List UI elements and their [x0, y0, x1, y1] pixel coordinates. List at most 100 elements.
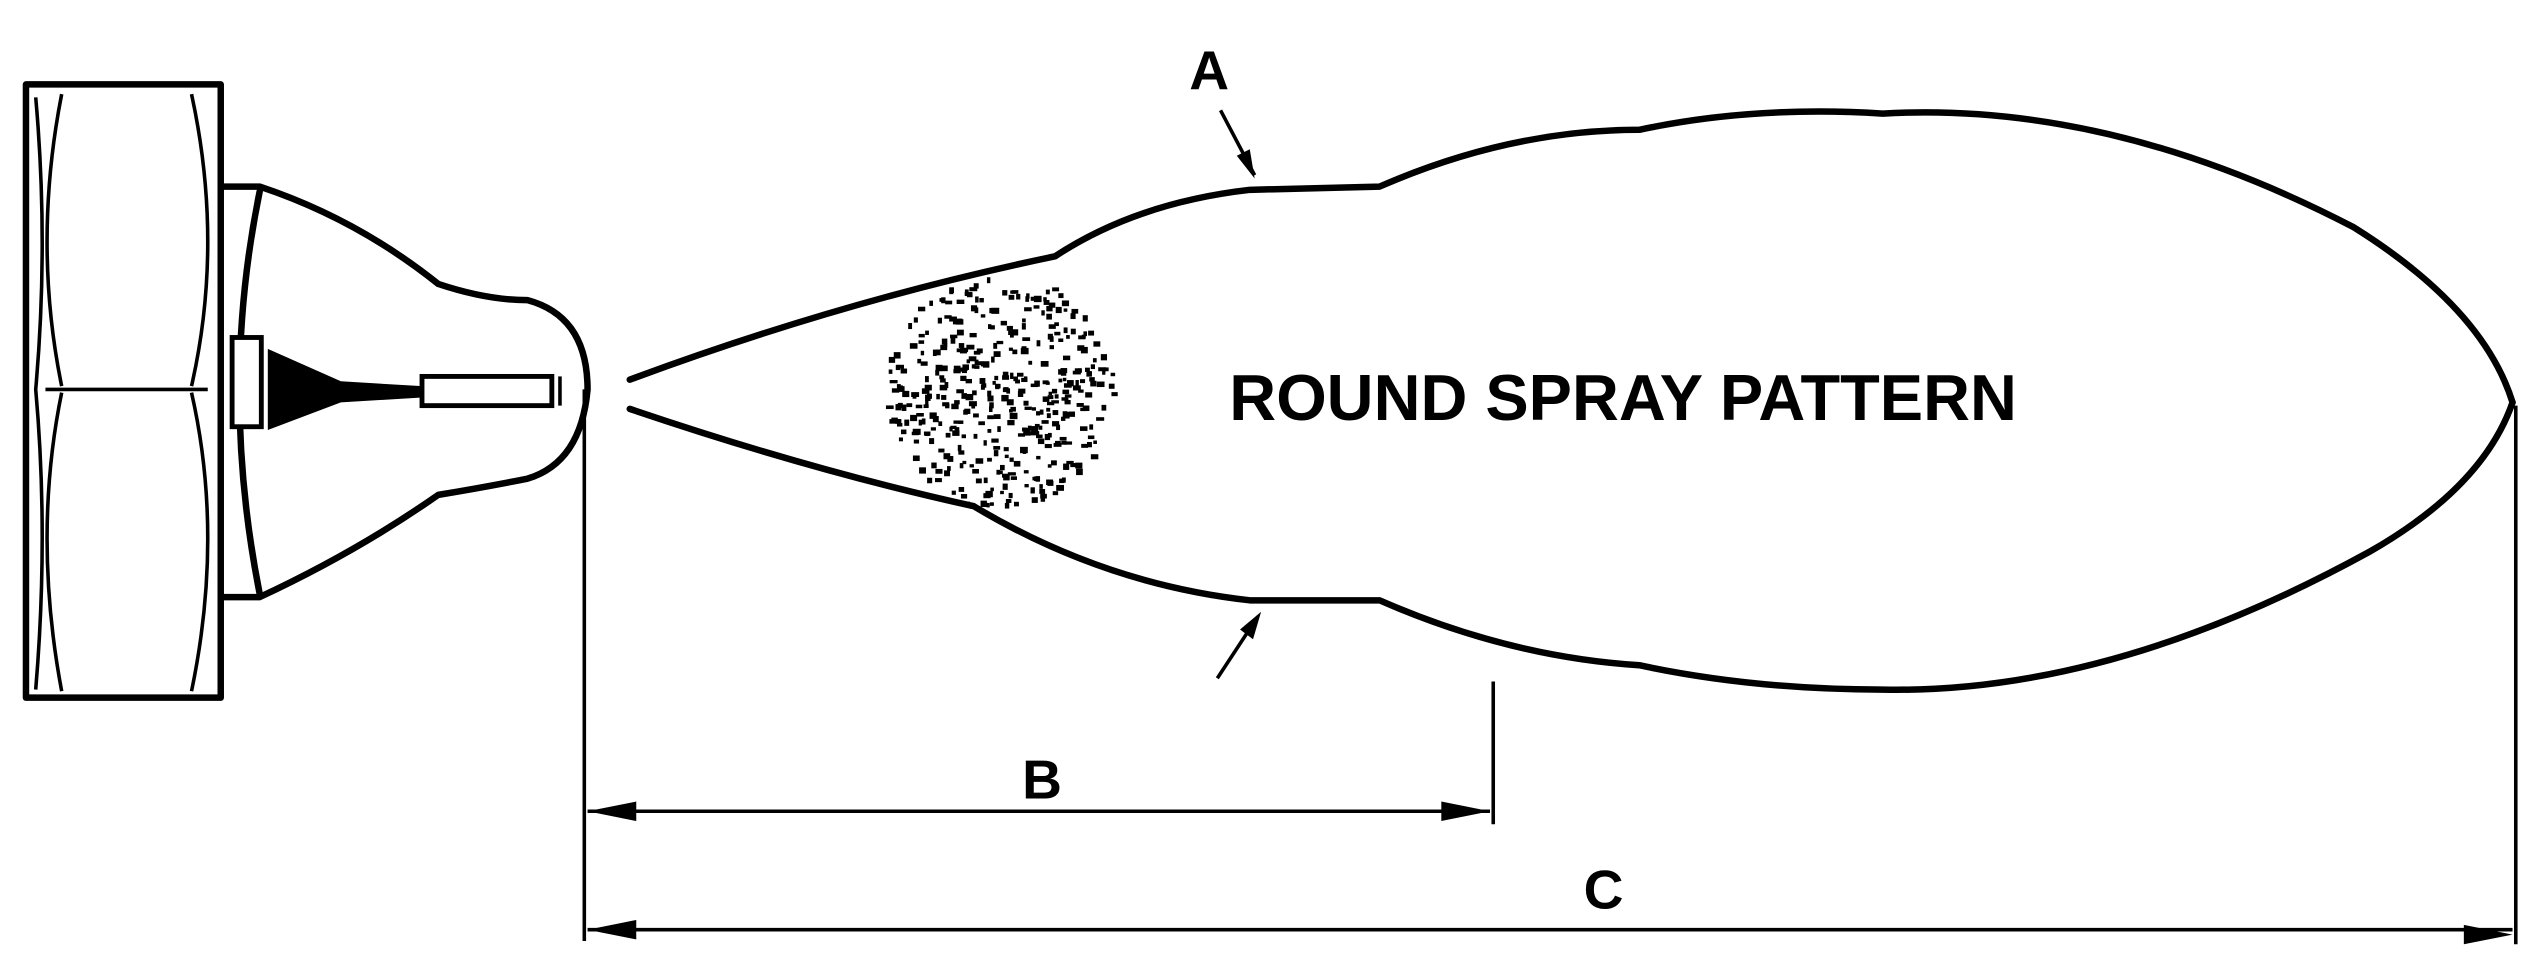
- droplet: [1009, 331, 1014, 338]
- droplet: [940, 344, 948, 351]
- droplet: [957, 444, 962, 452]
- droplet: [891, 388, 900, 393]
- droplet: [945, 300, 953, 305]
- droplet: [973, 350, 981, 355]
- droplet: [909, 343, 918, 349]
- droplet: [891, 417, 898, 422]
- droplet: [1049, 345, 1054, 350]
- droplet: [1008, 294, 1015, 300]
- droplet: [954, 400, 960, 405]
- droplet: [999, 470, 1003, 475]
- droplet: [1052, 491, 1059, 496]
- droplet: [1036, 411, 1040, 416]
- droplet: [932, 349, 937, 357]
- droplet: [963, 365, 968, 371]
- droplet: [989, 402, 994, 409]
- droplet: [993, 450, 999, 457]
- droplet: [900, 429, 907, 435]
- droplet: [1054, 331, 1061, 336]
- droplet: [958, 343, 965, 348]
- droplet: [1062, 377, 1067, 382]
- droplet: [885, 405, 894, 410]
- droplet: [956, 299, 965, 305]
- droplet: [994, 383, 1001, 389]
- droplet: [1039, 409, 1044, 415]
- droplet: [1044, 443, 1052, 449]
- droplet: [908, 322, 913, 330]
- droplet: [952, 430, 960, 436]
- droplet: [1036, 455, 1041, 460]
- droplet: [1062, 389, 1070, 395]
- droplet: [983, 493, 991, 499]
- droplet: [932, 416, 939, 423]
- droplet: [1041, 310, 1045, 316]
- droplet: [966, 501, 970, 505]
- droplet: [956, 329, 964, 336]
- droplet: [923, 404, 929, 409]
- droplet: [964, 291, 973, 297]
- droplet: [1059, 436, 1067, 441]
- droplet: [960, 494, 968, 499]
- droplet: [958, 420, 964, 424]
- droplet: [921, 418, 926, 425]
- droplet: [1089, 377, 1095, 382]
- droplet: [897, 402, 903, 409]
- droplet: [1061, 477, 1066, 483]
- droplet: [1047, 464, 1052, 468]
- droplet: [940, 365, 948, 372]
- droplet: [971, 364, 976, 369]
- droplet: [1034, 476, 1039, 482]
- droplet: [904, 419, 910, 426]
- droplet: [1077, 345, 1085, 351]
- droplet: [975, 296, 979, 303]
- droplet: [1009, 457, 1014, 462]
- droplet: [976, 348, 983, 354]
- droplet: [1076, 468, 1083, 476]
- droplet: [929, 438, 935, 445]
- droplet: [1051, 400, 1059, 404]
- droplet: [916, 413, 924, 417]
- droplet: [898, 437, 903, 442]
- droplet: [1071, 308, 1079, 314]
- droplet: [1031, 407, 1036, 411]
- droplet: [971, 402, 976, 409]
- droplet: [958, 450, 965, 455]
- droplet: [980, 314, 986, 318]
- droplet: [1022, 318, 1026, 323]
- droplet: [896, 364, 904, 369]
- droplet: [1055, 306, 1062, 314]
- droplet: [911, 392, 920, 398]
- droplet: [939, 375, 945, 380]
- droplet: [951, 403, 959, 410]
- droplet: [893, 352, 901, 359]
- droplet: [1040, 493, 1047, 499]
- droplet: [915, 404, 923, 409]
- droplet: [1004, 502, 1010, 509]
- droplet: [1007, 472, 1016, 476]
- droplet: [993, 446, 1001, 450]
- droplet: [1013, 501, 1019, 507]
- droplet: [911, 431, 919, 436]
- droplet: [945, 403, 950, 409]
- droplet: [895, 364, 901, 371]
- droplet: [966, 359, 970, 364]
- droplet: [1078, 389, 1084, 393]
- droplet: [1101, 404, 1107, 411]
- droplet: [975, 458, 984, 464]
- droplet: [1010, 406, 1016, 412]
- droplet: [1027, 425, 1032, 431]
- droplet: [1006, 325, 1013, 331]
- droplet: [1062, 411, 1068, 418]
- droplet: [1031, 426, 1039, 433]
- droplet: [969, 464, 974, 468]
- droplet: [1010, 476, 1017, 480]
- droplet: [987, 395, 994, 402]
- droplet: [926, 393, 932, 399]
- droplet: [1090, 454, 1099, 460]
- droplet: [1023, 470, 1029, 474]
- droplet: [901, 404, 907, 411]
- droplet: [987, 428, 992, 433]
- droplet: [1088, 330, 1095, 336]
- droplet: [938, 448, 945, 453]
